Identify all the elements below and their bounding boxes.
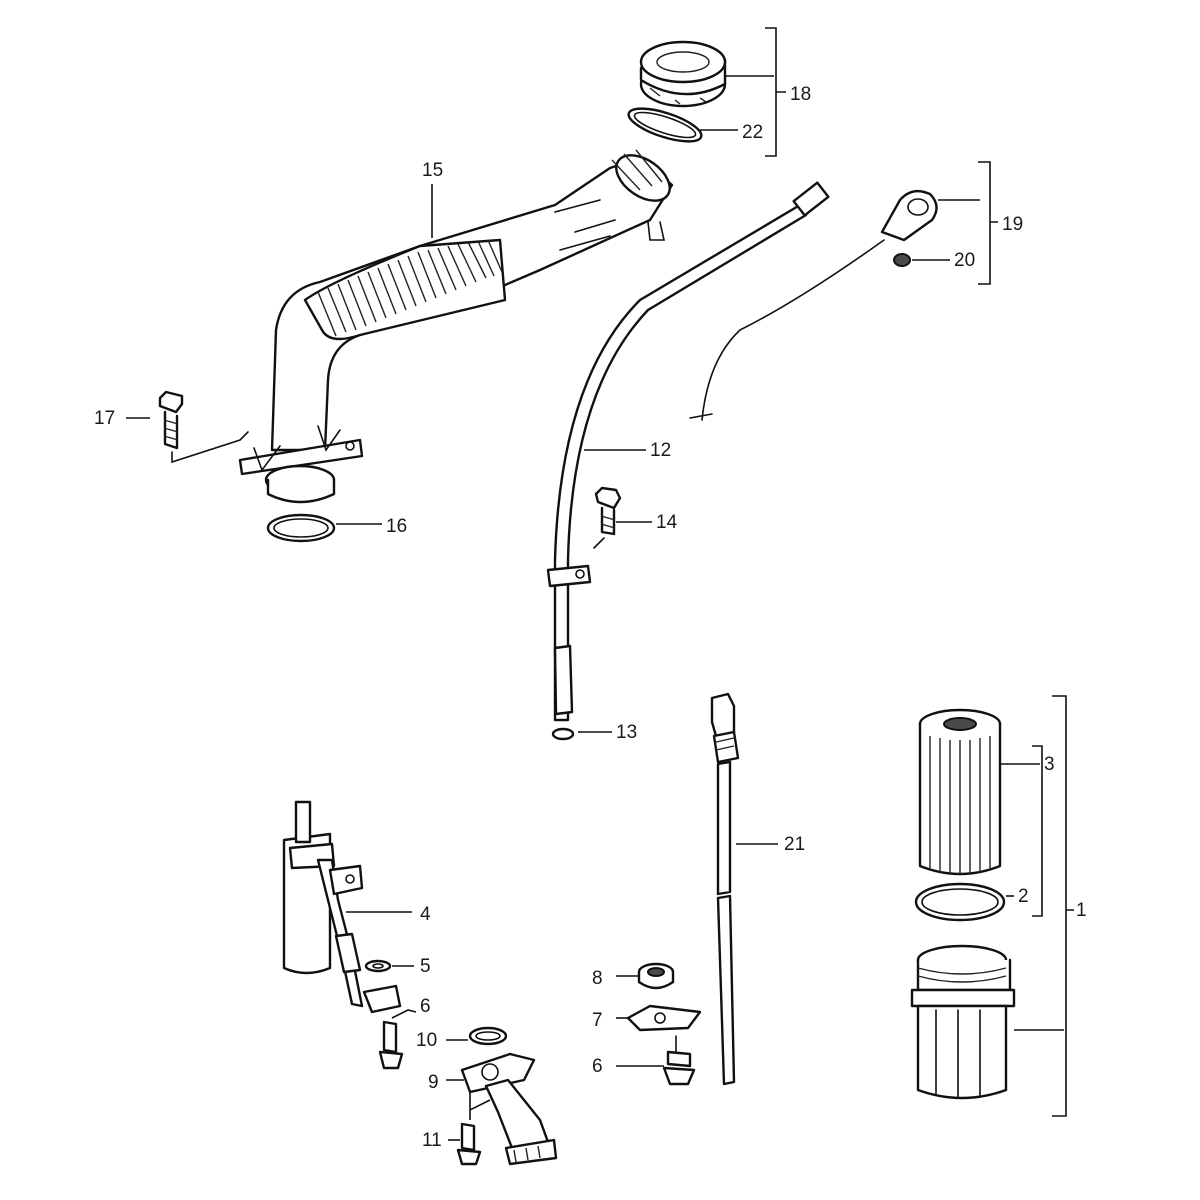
dipstick — [689, 189, 938, 421]
dipstick-seal — [893, 253, 911, 267]
callout-18: 18 — [790, 84, 811, 105]
level-sensor — [710, 692, 740, 1086]
callout-17: 17 — [94, 408, 115, 429]
pipe-bolt-lower — [378, 1020, 404, 1070]
bracket-bolt — [662, 1035, 696, 1086]
filler-cap — [639, 40, 727, 108]
callout-3: 3 — [1044, 754, 1055, 775]
clamp-bracket — [626, 1004, 702, 1032]
filter-element — [918, 708, 1002, 876]
dipstick-guide-tube — [546, 181, 830, 741]
callout-21: 21 — [784, 834, 805, 855]
pipe-washer — [364, 959, 392, 973]
callout-14: 14 — [656, 512, 678, 533]
elbow-bolt — [456, 1122, 482, 1166]
pipe-bolt — [158, 390, 249, 464]
callout-20: 20 — [954, 250, 975, 271]
flange-ring — [468, 1026, 508, 1046]
callout-12: 12 — [650, 440, 671, 461]
callout-6-bracket-bolt: 6 — [592, 1056, 603, 1077]
callout-16: 16 — [386, 516, 407, 537]
callout-1: 1 — [1076, 900, 1087, 921]
grommet — [637, 962, 675, 990]
callout-4: 4 — [420, 904, 431, 925]
filter-housing — [910, 944, 1016, 1100]
callout-9: 9 — [428, 1072, 439, 1093]
callout-11: 11 — [422, 1130, 442, 1151]
callout-19: 19 — [1002, 214, 1023, 235]
callout-7: 7 — [592, 1010, 603, 1031]
callout-10: 10 — [416, 1030, 437, 1051]
leader-lines — [126, 27, 1074, 1141]
cap-seal-ring — [627, 107, 703, 143]
callout-labels: 1 2 3 4 5 6 6 7 8 9 10 11 12 13 14 15 16… — [94, 84, 1087, 1151]
callout-8: 8 — [592, 968, 603, 989]
callout-6-pipe-bolt: 6 — [420, 996, 431, 1017]
callout-5: 5 — [420, 956, 431, 977]
callout-13: 13 — [616, 722, 637, 743]
callout-15: 15 — [422, 160, 443, 181]
tube-bolt — [593, 486, 622, 549]
filler-pipe — [238, 149, 674, 504]
flange-elbow — [460, 1052, 558, 1166]
callout-22: 22 — [742, 122, 763, 143]
callout-2: 2 — [1018, 886, 1029, 907]
pipe-o-ring — [266, 513, 336, 543]
oil-pipe — [282, 800, 402, 1014]
filter-seal-ring — [914, 882, 1006, 922]
